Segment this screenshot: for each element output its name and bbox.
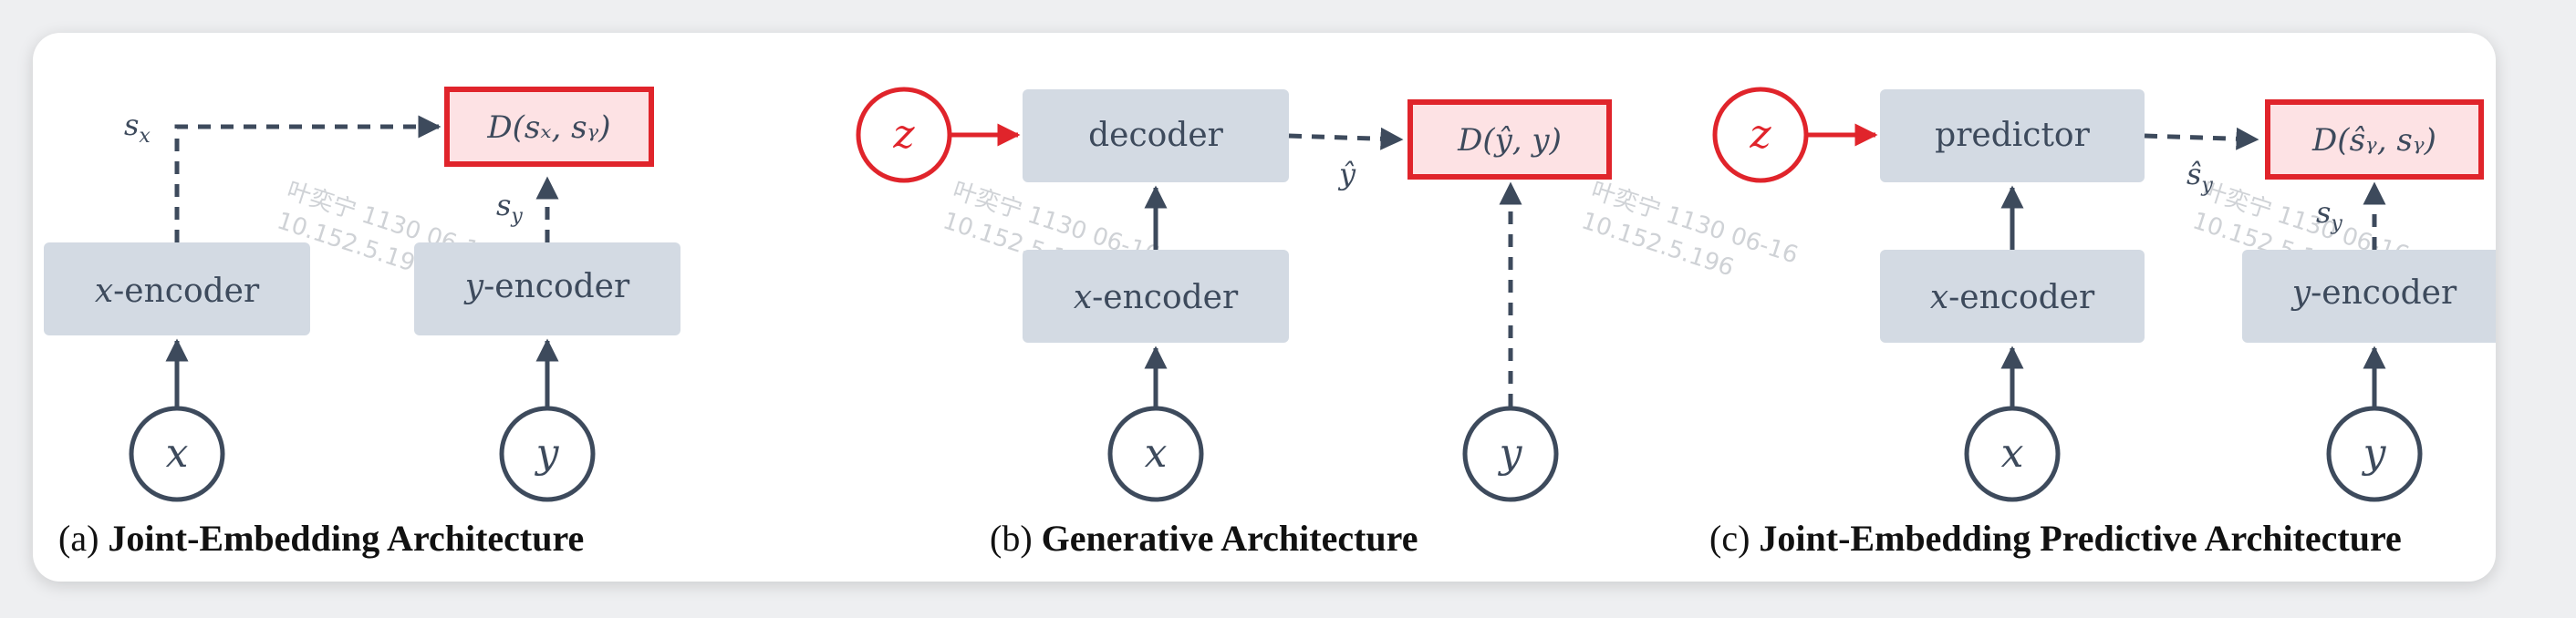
decoder-label: decoder [1088,117,1224,154]
predictor-label: predictor [1935,117,2090,154]
latent-z-node [856,87,952,183]
distance-box [2265,99,2484,180]
x-encoder-box [44,242,310,335]
distance-label: D(ŷ, y) [1457,122,1562,159]
caption-b: (b)Generative Architecture [990,518,1418,559]
caption-c: (c)Joint-Embedding Predictive Architectu… [1709,518,2402,559]
sy-label: sy [2316,195,2342,235]
input-x-node [129,406,225,502]
watermark: 叶奕宁 1130 06-16 10.152.5.196 [1578,177,1802,282]
y-encoder-box [414,242,680,335]
arrow-syhat-to-distance [2144,127,2259,150]
caption-a: (a)Joint-Embedding Architecture [58,518,584,559]
input-y-label: y [535,430,560,477]
x-encoder-label: x-encoder [1930,279,2095,316]
distance-label: D(sₓ, sᵧ) [486,109,610,146]
input-y-label: y [2362,430,2387,477]
x-encoder-label: x-encoder [1074,279,1239,316]
input-x-label: x [2001,430,2024,477]
yhat-label: ŷ [1337,157,1356,191]
input-y-node [499,406,596,502]
input-y-node [2326,406,2423,502]
syhat-label: ŝy [2186,157,2213,197]
arrow-yhat-to-distance [1288,127,1404,150]
sy-label: sy [496,188,523,228]
decoder-box [1023,89,1289,182]
predictor-box [1880,89,2145,182]
input-x-label: x [166,430,189,477]
latent-z-node [1712,87,1809,183]
distance-box [444,87,654,167]
latent-z-label: z [1749,111,1771,158]
panel-a-joint-embedding: x-encoder y-encoder x y sx sy D(sₓ, sᵧ) … [44,87,680,559]
figure-card: 叶奕宁 1130 06-16 10.152.5.196 叶奕宁 1130 06-… [33,33,2496,582]
input-y-node [1462,406,1559,502]
input-x-node [1964,406,2061,502]
sx-label: sx [124,108,151,148]
y-encoder-label: y-encoder [463,268,630,305]
architecture-diagram: 叶奕宁 1130 06-16 10.152.5.196 叶奕宁 1130 06-… [44,87,2496,559]
y-encoder-box [2242,250,2496,343]
input-x-label: x [1145,430,1168,477]
x-encoder-box [1023,250,1289,343]
input-x-node [1107,406,1204,502]
panel-b-generative: z decoder x-encoder x ŷ D(ŷ, y) y (b)Gen… [856,87,1612,559]
distance-label: D(ŝᵧ, sᵧ) [2311,122,2436,159]
arrow-sx-to-distance [174,115,441,242]
x-encoder-label: x-encoder [95,273,260,310]
distance-box [1407,99,1612,180]
panel-c-jepa: z predictor x-encoder x ŝy D(ŝᵧ, sᵧ) y-e… [1709,87,2496,559]
y-encoder-label: y-encoder [2290,274,2457,312]
input-y-label: y [1498,430,1523,477]
latent-z-label: z [892,111,915,158]
x-encoder-box [1880,250,2145,343]
